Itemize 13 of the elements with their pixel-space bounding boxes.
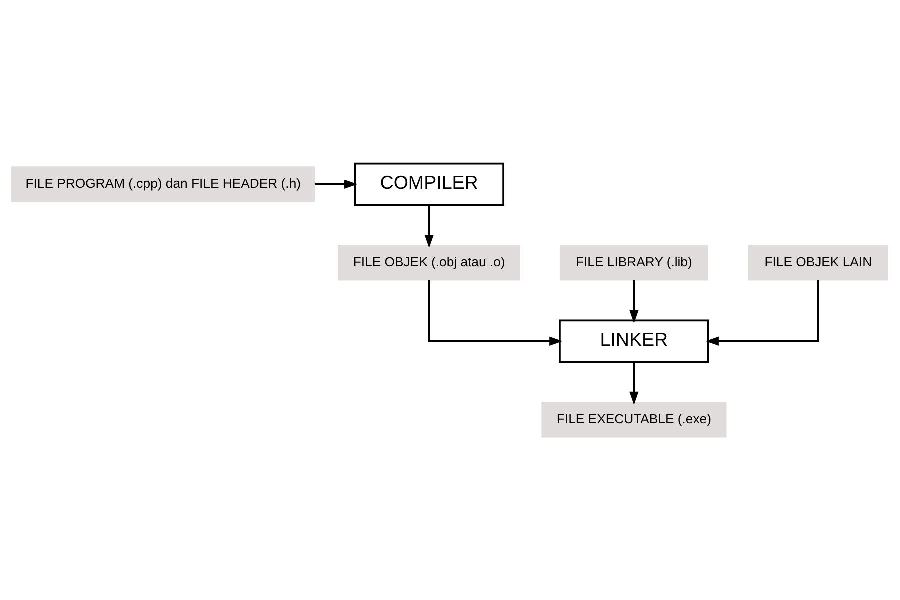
arrow xyxy=(424,204,434,248)
node-box: FILE EXECUTABLE (.exe) xyxy=(542,402,727,438)
arrow xyxy=(630,362,639,405)
node-box: FILE LIBRARY (.lib) xyxy=(560,244,708,280)
arrow xyxy=(315,179,358,189)
node-box: COMPILER xyxy=(354,162,504,206)
node-box: FILE OBJEK (.obj atau .o) xyxy=(338,244,520,280)
arrow xyxy=(428,280,563,346)
node-box: LINKER xyxy=(559,319,710,362)
arrow xyxy=(706,280,820,346)
node-box: FILE OBJEK LAIN xyxy=(748,244,888,280)
node-box: FILE PROGRAM (.cpp) dan FILE HEADER (.h) xyxy=(12,166,316,202)
arrow xyxy=(630,280,639,324)
